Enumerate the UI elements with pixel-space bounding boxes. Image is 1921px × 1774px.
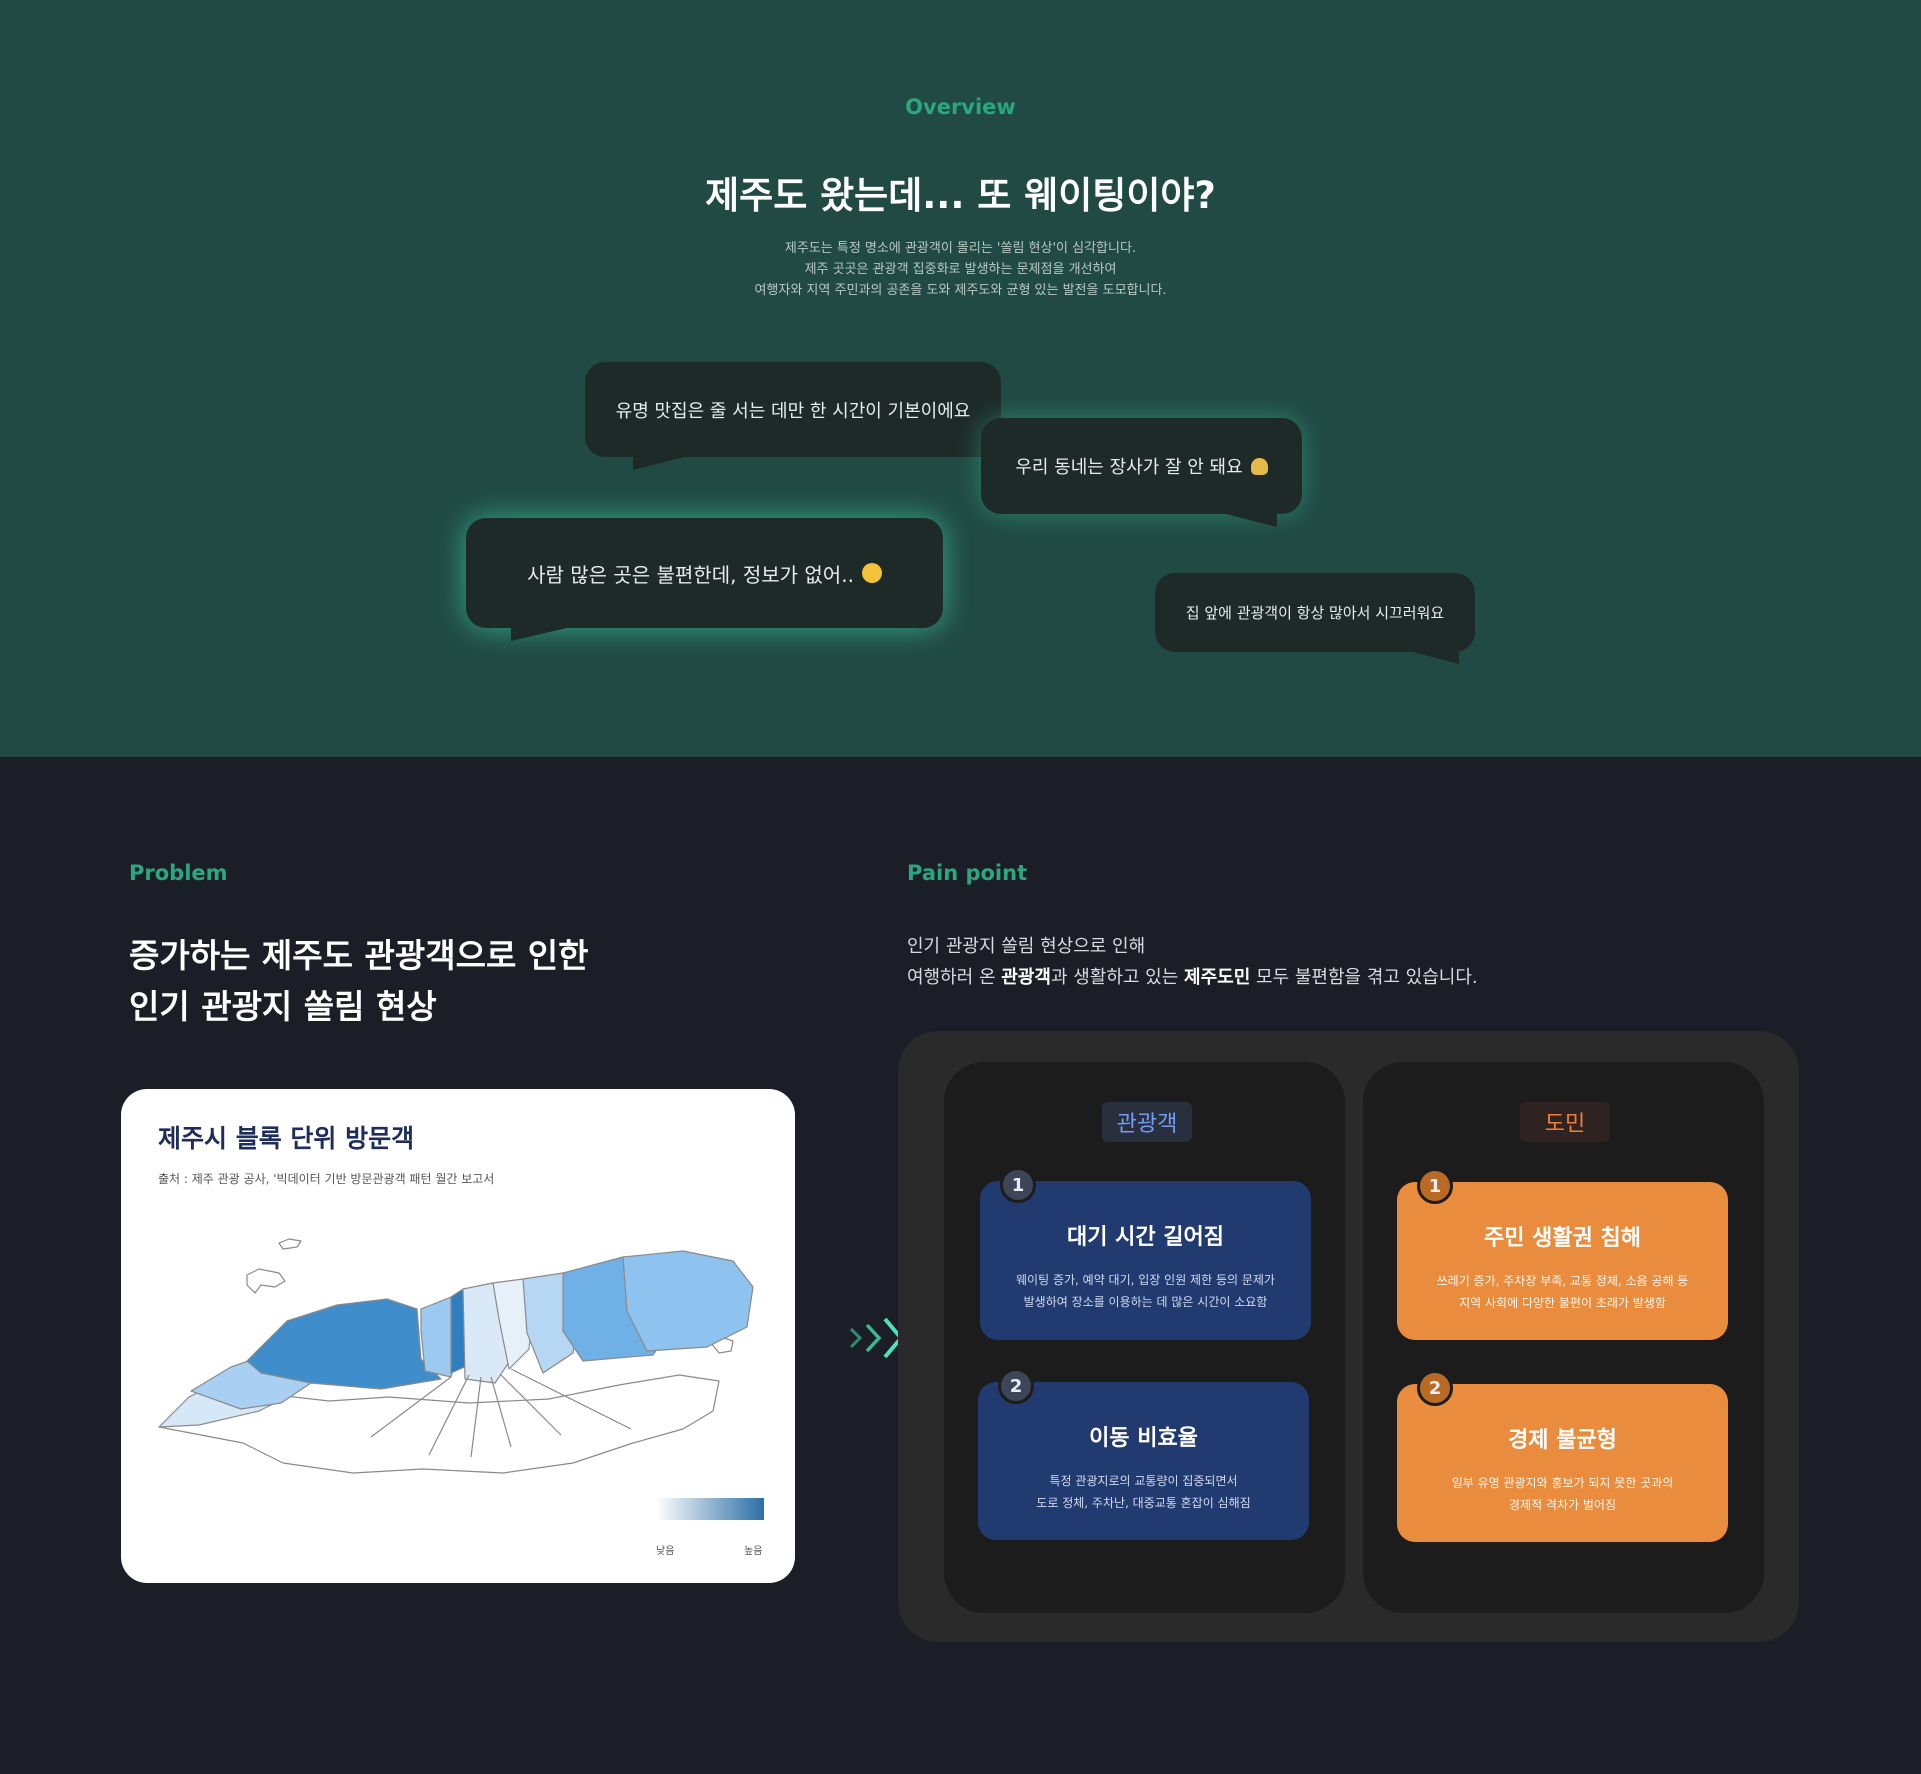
card-desc-line: 특정 관광지로의 교통량이 집중되면서: [1049, 1474, 1238, 1488]
card-desc-line: 일부 유명 관광지와 홍보가 되지 못한 곳과의: [1451, 1476, 1674, 1490]
painpoint-desc-line: 인기 관광지 쏠림 현상으로 인해: [907, 936, 1146, 957]
painpoint-description: 인기 관광지 쏠림 현상으로 인해 여행하러 온 관광객과 생활하고 있는 제주…: [907, 931, 1478, 993]
card-title: 이동 비효율: [1089, 1426, 1198, 1451]
card-desc-line: 발생하여 장소를 이용하는 데 많은 시간이 소요함: [1023, 1295, 1268, 1309]
card-number-badge: 2: [1417, 1370, 1453, 1406]
tourist-card-2: 2 이동 비효율 특정 관광지로의 교통량이 집중되면서 도로 정체, 주차난,…: [978, 1368, 1309, 1540]
card-description: 일부 유명 관광지와 홍보가 되지 못한 곳과의 경제적 격차가 벌어짐: [1397, 1472, 1728, 1516]
card-desc-line: 웨이팅 증가, 예약 대기, 입장 인원 제한 등의 문제가: [1016, 1273, 1275, 1287]
bubble-text: 우리 동네는 장사가 잘 안 돼요: [1015, 457, 1243, 478]
tourist-card-1: 1 대기 시간 길어짐 웨이팅 증가, 예약 대기, 입장 인원 제한 등의 문…: [980, 1167, 1311, 1340]
thinking-face-emoji-icon: [861, 563, 882, 583]
card-title: 경제 불균형: [1508, 1428, 1617, 1453]
card-description: 웨이팅 증가, 예약 대기, 입장 인원 제한 등의 문제가 발생하여 장소를 …: [980, 1269, 1311, 1313]
overview-label: Overview: [905, 95, 1016, 119]
card-desc-line: 지역 사회에 다양한 불편이 초래가 발생함: [1459, 1296, 1666, 1310]
resident-column: 도민 1 주민 생활권 침해 쓰레기 증가, 주차장 부족, 교통 정체, 소음…: [1363, 1062, 1764, 1613]
legend-high-label: 높음: [744, 1546, 763, 1557]
painpoint-desc-line: 여행하러 온 관광객과 생활하고 있는 제주도민 모두 불편함을 겪고 있습니다…: [907, 962, 1478, 993]
card-desc-line: 경제적 격차가 벌어짐: [1509, 1498, 1616, 1512]
bubble-text: 유명 맛집은 줄 서는 데만 한 시간이 기본이에요: [615, 400, 971, 422]
speech-bubble: 집 앞에 관광객이 항상 많아서 시끄러워요: [1155, 573, 1475, 664]
resident-card-1: 1 주민 생활권 침해 쓰레기 증가, 주차장 부족, 교통 정체, 소음 공해…: [1397, 1168, 1728, 1340]
problem-title-line: 인기 관광지 쏠림 현상: [129, 987, 437, 1026]
overview-description: 제주도는 특정 명소에 관광객이 몰리는 '쏠림 현상'이 심각합니다. 제주 …: [0, 238, 1921, 301]
map-legend-gradient: [656, 1498, 764, 1520]
person-emoji-icon: [1250, 457, 1268, 475]
legend-low-label: 낮음: [656, 1546, 675, 1557]
resident-card-2: 2 경제 불균형 일부 유명 관광지와 홍보가 되지 못한 곳과의 경제적 격차…: [1397, 1370, 1728, 1542]
overview-desc-line: 여행자와 지역 주민과의 공존을 도와 제주도와 균형 있는 발전을 도모합니다…: [754, 283, 1167, 298]
visitor-map-card: 제주시 블록 단위 방문객 출처 : 제주 관광 공사, '빅데이터 기반 방문…: [121, 1089, 795, 1583]
desc-text: 여행하러 온: [907, 967, 1002, 988]
card-description: 쓰레기 증가, 주차장 부족, 교통 정체, 소음 공해 등 지역 사회에 다양…: [1397, 1270, 1728, 1314]
card-number-badge: 1: [1417, 1168, 1453, 1204]
problem-label: Problem: [129, 861, 228, 885]
card-number-badge: 2: [998, 1368, 1034, 1404]
card-number-badge: 1: [1000, 1167, 1036, 1203]
desc-emphasis-tourist: 관광객: [1001, 967, 1051, 988]
overview-desc-line: 제주도는 특정 명소에 관광객이 몰리는 '쏠림 현상'이 심각합니다.: [784, 241, 1137, 256]
painpoint-label: Pain point: [907, 861, 1028, 885]
bubble-tail: [633, 456, 688, 470]
card-title: 대기 시간 길어짐: [1067, 1225, 1224, 1250]
map-source: 출처 : 제주 관광 공사, '빅데이터 기반 방문관광객 패턴 월간 보고서: [158, 1172, 495, 1186]
tourist-column: 관광객 1 대기 시간 길어짐 웨이팅 증가, 예약 대기, 입장 인원 제한 …: [944, 1062, 1345, 1613]
tourist-chip: 관광객: [1102, 1102, 1192, 1142]
speech-bubble: 우리 동네는 장사가 잘 안 돼요: [981, 418, 1302, 527]
overview-desc-line: 제주 곳곳은 관광객 집중화로 발생하는 문제점을 개선하여: [804, 262, 1117, 277]
card-description: 특정 관광지로의 교통량이 집중되면서 도로 정체, 주차난, 대중교통 혼잡이…: [978, 1470, 1309, 1514]
desc-text: 모두 불편함을 겪고 있습니다.: [1250, 967, 1478, 988]
map-title: 제주시 블록 단위 방문객: [158, 1124, 415, 1153]
jeju-choropleth-map: [158, 1238, 754, 1474]
speech-bubble-highlighted: 사람 많은 곳은 불편한데, 정보가 없어..: [466, 518, 943, 641]
desc-emphasis-resident: 제주도민: [1184, 967, 1251, 988]
bubble-tail: [1409, 651, 1459, 664]
bubble-text: 집 앞에 관광객이 항상 많아서 시끄러워요: [1185, 604, 1445, 622]
overview-title: 제주도 왔는데... 또 웨이팅이야?: [705, 174, 1216, 217]
bubble-tail: [1222, 513, 1277, 527]
bubble-text: 사람 많은 곳은 불편한데, 정보가 없어..: [527, 562, 854, 587]
card-desc-line: 도로 정체, 주차난, 대중교통 혼잡이 심해짐: [1036, 1496, 1251, 1510]
card-title: 주민 생활권 침해: [1484, 1226, 1641, 1251]
problem-title-line: 증가하는 제주도 관광객으로 인한: [129, 936, 589, 975]
desc-text: 과 생활하고 있는: [1050, 967, 1185, 988]
bubble-tail: [511, 627, 571, 641]
card-desc-line: 쓰레기 증가, 주차장 부족, 교통 정체, 소음 공해 등: [1436, 1274, 1689, 1288]
overview-section: Overview 제주도 왔는데... 또 웨이팅이야? 제주도는 특정 명소에…: [0, 0, 1921, 757]
speech-bubble: 유명 맛집은 줄 서는 데만 한 시간이 기본이에요: [585, 362, 1001, 470]
problem-title: 증가하는 제주도 관광객으로 인한 인기 관광지 쏠림 현상: [129, 930, 589, 1032]
resident-chip: 도민: [1520, 1102, 1610, 1142]
